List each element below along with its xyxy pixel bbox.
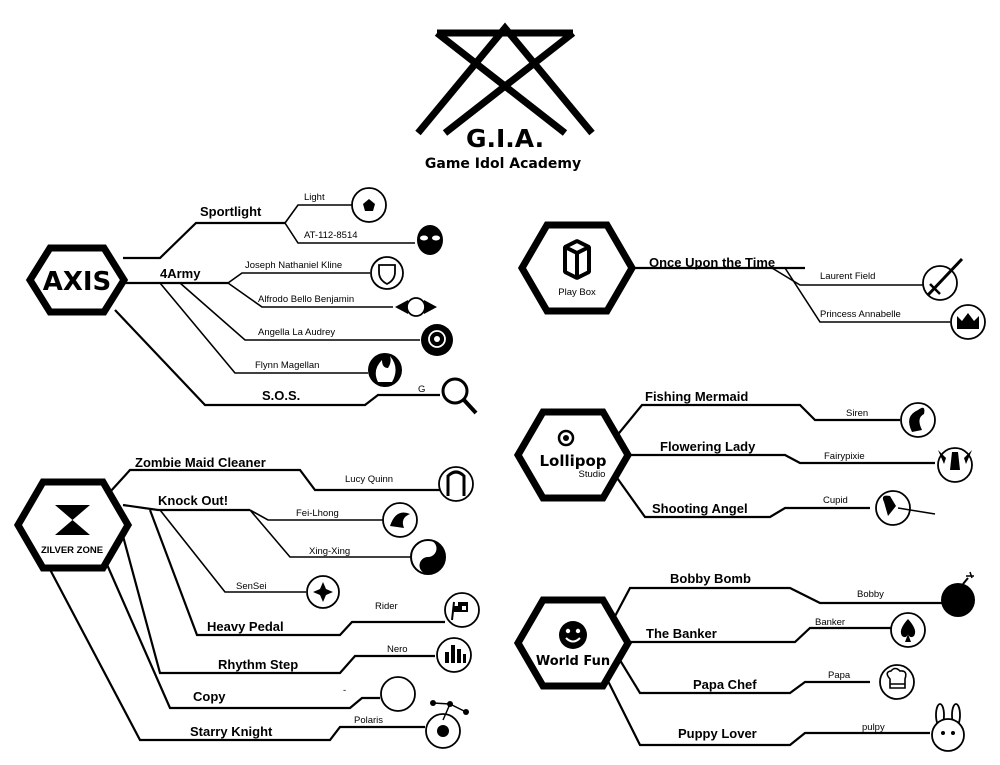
shuriken-icon xyxy=(306,575,340,609)
worldfun-logo: World Fun xyxy=(536,621,610,669)
playbox-logo-text: Play Box xyxy=(558,287,596,298)
axis-connectors xyxy=(114,204,440,407)
unit-papa-chef: Papa Chef xyxy=(693,677,757,692)
checkered-flag-icon xyxy=(444,592,480,628)
axis-hexagon xyxy=(25,244,129,316)
bunny-icon xyxy=(931,703,965,752)
soccer-ball-icon xyxy=(351,187,387,223)
unit-shooting-angel: Shooting Angel xyxy=(652,501,748,516)
member-laurent: Laurent Field xyxy=(820,271,875,282)
member-g: G xyxy=(418,384,425,395)
unit-once-upon: Once Upon the Time xyxy=(649,255,775,270)
gia-title: G.I.A. xyxy=(466,124,544,153)
yin-yang-icon xyxy=(410,539,446,575)
alien-icon xyxy=(417,225,443,255)
member-fairypixie: Fairypixie xyxy=(824,451,865,462)
member-fei-lhong: Fei-Lhong xyxy=(296,508,339,519)
equalizer-icon xyxy=(436,637,472,673)
member-sensei: SenSei xyxy=(236,581,267,592)
zilver-logo-text: ZILVER ZONE xyxy=(41,545,103,556)
unit-rhythm-step: Rhythm Step xyxy=(218,657,298,672)
member-annabelle: Princess Annabelle xyxy=(820,309,901,320)
unit-4army: 4Army xyxy=(160,266,201,281)
crown-icon xyxy=(950,304,986,340)
lollipop-connectors xyxy=(614,403,935,519)
zilver-logo: ZILVER ZONE xyxy=(41,505,103,556)
dragon-icon xyxy=(382,502,418,538)
worldfun-logo-text: World Fun xyxy=(536,654,610,669)
lollipop-logo: Lollipop Studio xyxy=(539,429,607,480)
constellation-icon xyxy=(425,700,469,749)
member-flynn: Flynn Magellan xyxy=(255,360,319,371)
member-xing-xing: Xing-Xing xyxy=(309,546,350,557)
member-light: Light xyxy=(304,192,325,203)
unit-the-banker: The Banker xyxy=(646,626,717,641)
member-at-112: AT-112-8514 xyxy=(304,230,358,241)
unit-flowering-lady: Flowering Lady xyxy=(660,439,756,454)
lollipop-logo-text: Lollipop xyxy=(539,452,606,470)
mermaid-icon xyxy=(900,402,936,438)
unit-heavy-pedal: Heavy Pedal xyxy=(207,619,284,634)
lollipop-hexagon xyxy=(513,408,633,502)
axis-logo: AXIS xyxy=(43,267,112,297)
axis-logo-text: AXIS xyxy=(43,267,112,297)
unit-sportlight: Sportlight xyxy=(200,204,262,219)
shield-icon xyxy=(370,256,404,290)
unit-knock-out: Knock Out! xyxy=(158,493,228,508)
fairy-icon xyxy=(937,447,973,483)
playbox-connectors xyxy=(612,266,950,323)
gia-logo xyxy=(415,22,595,136)
flame-icon xyxy=(368,353,402,387)
unit-starry-knight: Starry Knight xyxy=(190,724,273,739)
bomb-icon xyxy=(941,571,975,617)
member-copy: - xyxy=(343,685,346,696)
unit-copy: Copy xyxy=(193,689,226,704)
member-joseph: Joseph Nathaniel Kline xyxy=(245,260,342,271)
chef-hat-icon xyxy=(879,664,915,700)
unit-fishing-mermaid: Fishing Mermaid xyxy=(645,389,748,404)
member-bobby: Bobby xyxy=(857,589,884,600)
zilver-connectors xyxy=(44,468,445,742)
cupid-icon xyxy=(875,490,936,526)
member-banker: Banker xyxy=(815,617,845,628)
lollipop-logo-sub: Studio xyxy=(579,469,606,480)
maid-icon xyxy=(438,466,474,502)
gia-subtitle: Game Idol Academy xyxy=(425,156,581,172)
playbox-logo: Play Box xyxy=(558,239,596,298)
member-angella: Angella La Audrey xyxy=(258,327,335,338)
unit-sos: S.O.S. xyxy=(262,388,300,403)
member-pulpy: pulpy xyxy=(862,722,885,733)
unit-zombie-maid: Zombie Maid Cleaner xyxy=(135,455,266,470)
winged-circle-icon xyxy=(395,297,437,317)
blank-circle-icon xyxy=(380,676,416,712)
magnifier-icon xyxy=(441,377,478,415)
member-alfrodo: Alfrodo Bello Benjamin xyxy=(258,294,354,305)
member-siren: Siren xyxy=(846,408,868,419)
member-rider: Rider xyxy=(375,601,398,612)
member-lucy-quinn: Lucy Quinn xyxy=(345,474,393,485)
unit-bobby-bomb: Bobby Bomb xyxy=(670,571,751,586)
member-polaris: Polaris xyxy=(354,715,383,726)
rose-icon xyxy=(421,324,453,356)
member-papa: Papa xyxy=(828,670,851,681)
member-nero: Nero xyxy=(387,644,408,655)
sword-icon xyxy=(922,257,964,301)
unit-puppy-lover: Puppy Lover xyxy=(678,726,757,741)
spade-icon xyxy=(890,612,926,648)
worldfun-connectors xyxy=(604,586,945,747)
member-cupid: Cupid xyxy=(823,495,848,506)
